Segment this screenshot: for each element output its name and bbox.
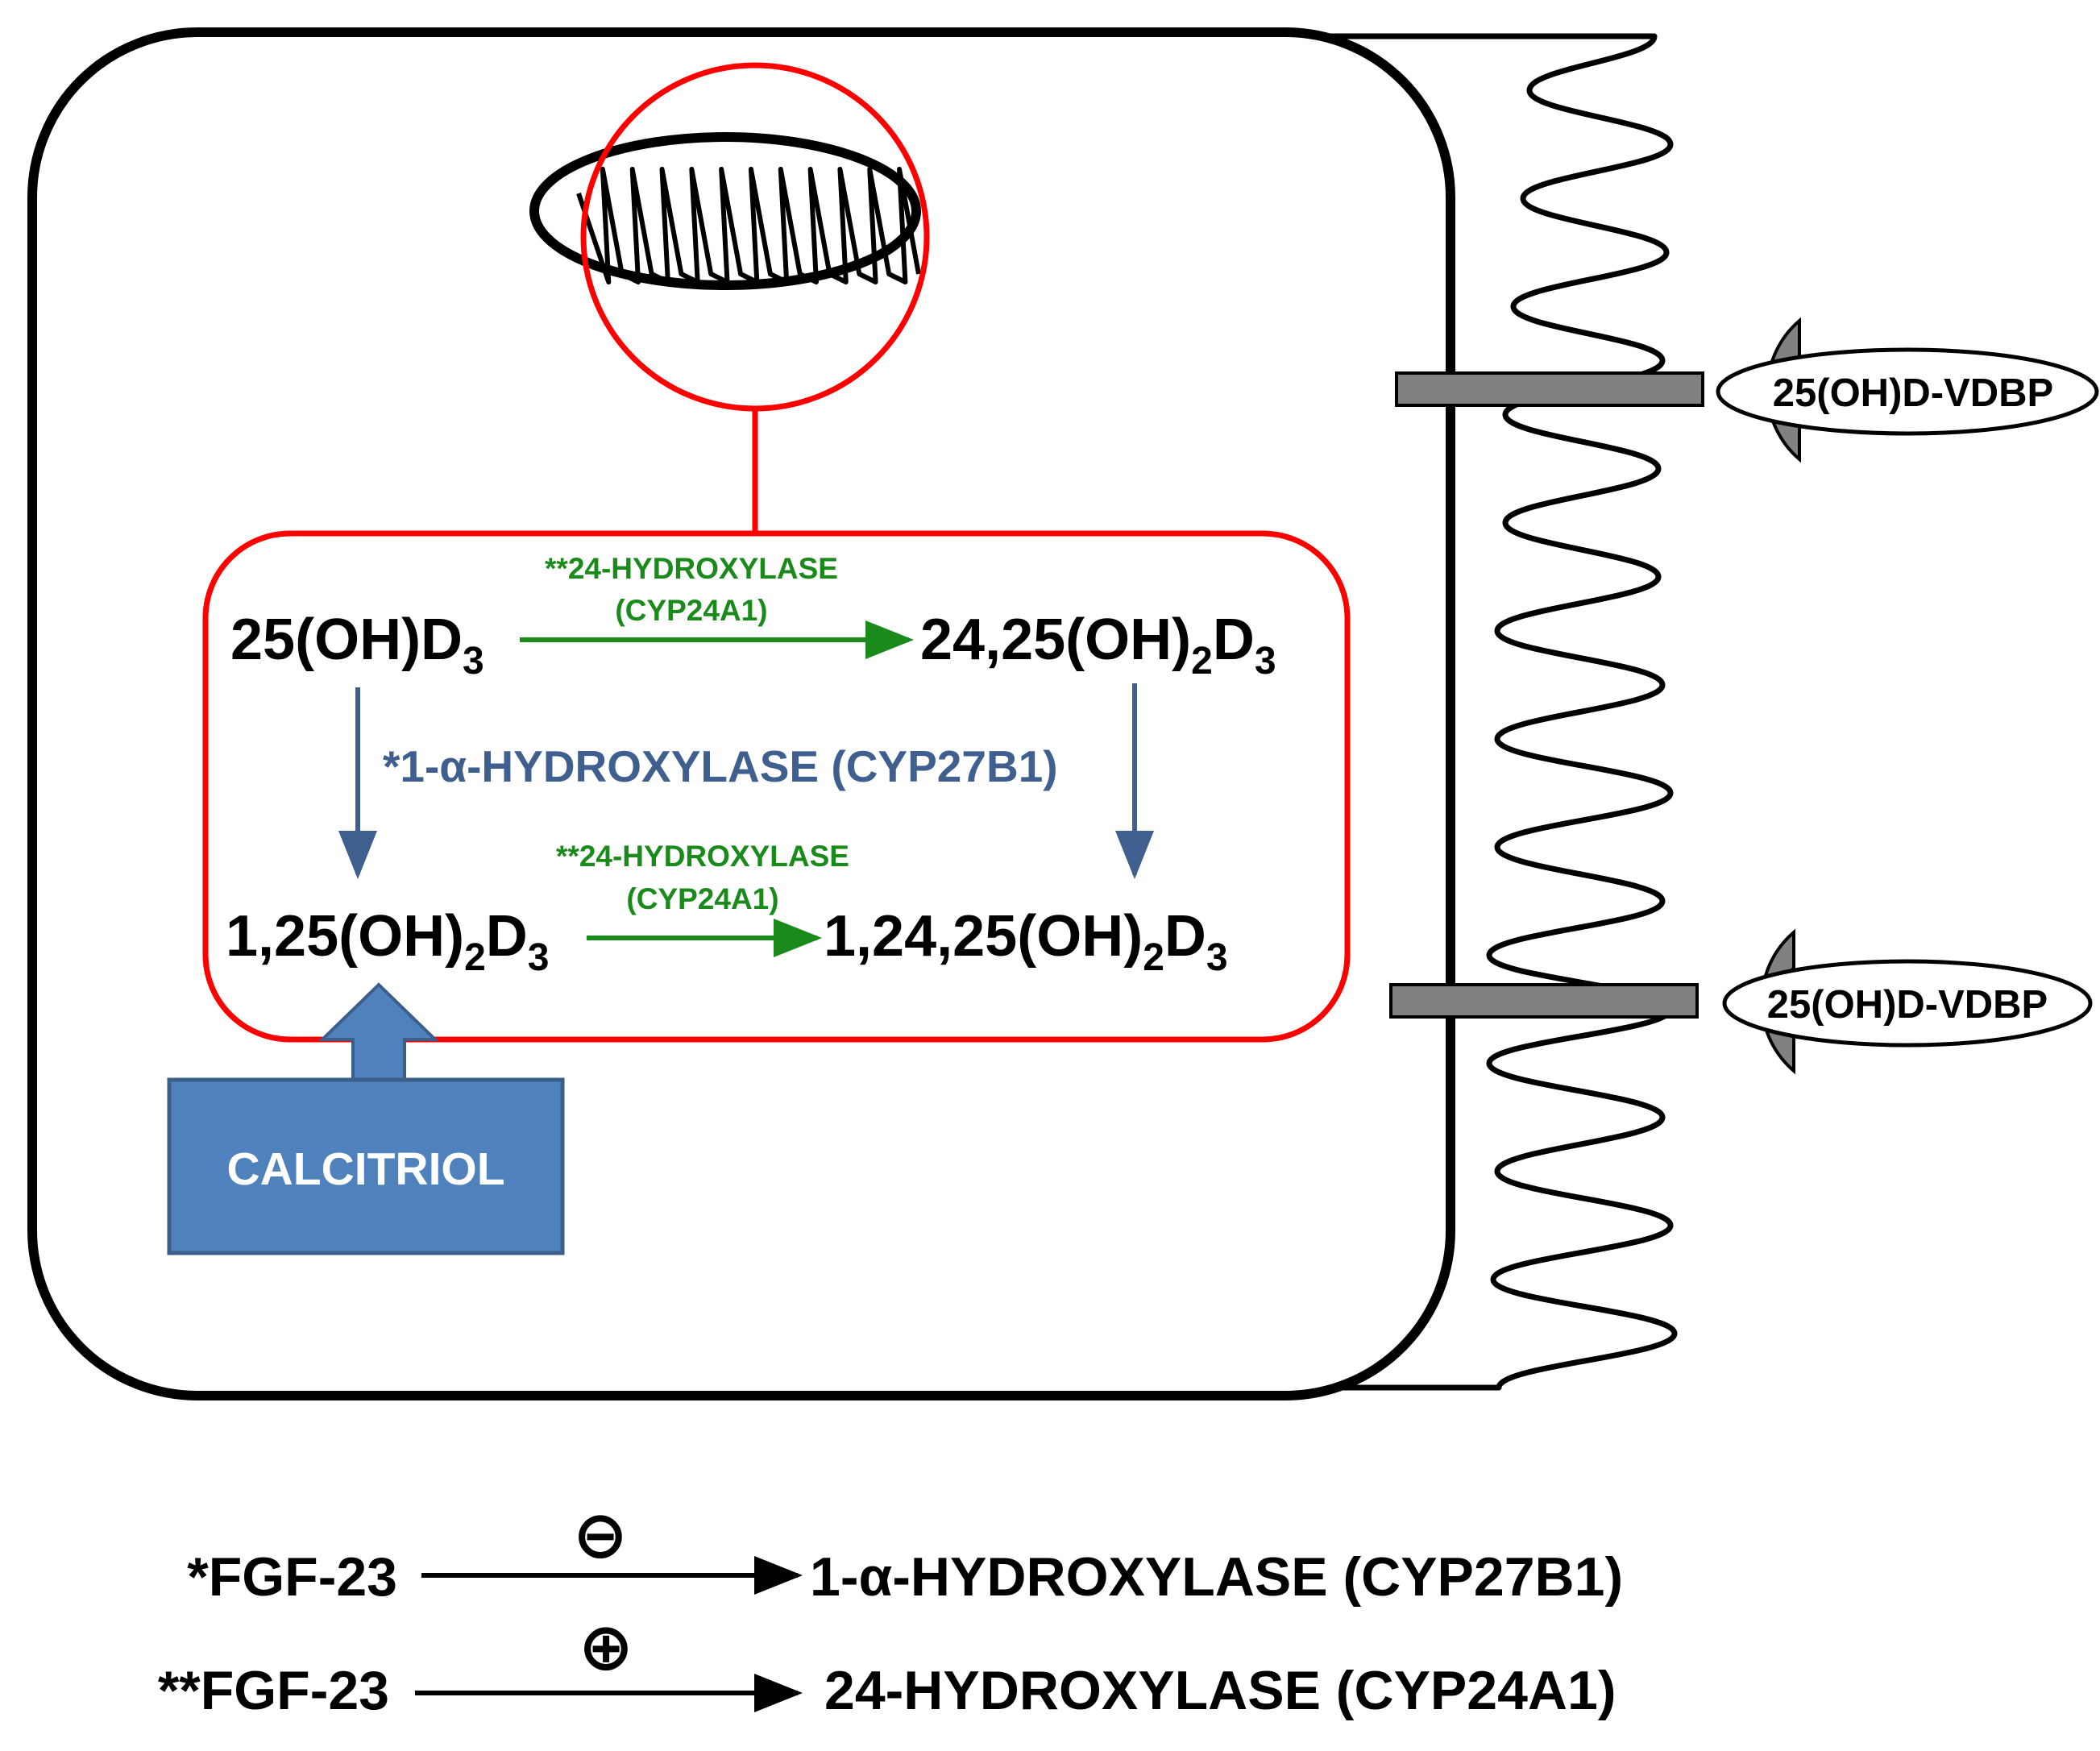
legend-source-1: *FGF-23 <box>187 1546 397 1608</box>
mitochondrial-pathway-box <box>202 530 1351 1043</box>
calcitriol-box <box>167 1077 565 1255</box>
enzyme-label-bottom-line1: **24-HYDROXYLASE <box>556 840 849 873</box>
vdbp-receptor-top: 25(OH)D-VDBP <box>1395 317 2099 463</box>
compound-25ohd3: 25(OH)D3 <box>230 608 484 683</box>
stimulation-icon: ⊕ <box>579 1611 634 1684</box>
compound-24-25-oh2-d3: 24,25(OH)2D3 <box>920 608 1276 683</box>
calcitriol-label: CALCITRIOL <box>226 1143 504 1195</box>
enzyme-label-top-line2: (CYP24A1) <box>615 594 767 627</box>
enzyme-label-top-line1: **24-HYDROXYLASE <box>545 552 838 585</box>
legend-target-1: 1-α-HYDROXYLASE (CYP27B1) <box>810 1546 1623 1608</box>
vdbp-complex-ellipse <box>1716 347 2099 436</box>
calcitriol-up-arrow <box>318 982 439 1081</box>
receptor-stalk <box>1395 371 1704 407</box>
compound-1-24-25-oh2-d3: 1,24,25(OH)2D3 <box>824 904 1228 979</box>
vdbp-complex-label: 25(OH)D-VDBP <box>1773 371 2053 415</box>
inhibition-icon: ⊖ <box>573 1499 629 1572</box>
enzyme-label-middle: *1-α-HYDROXYLASE (CYP27B1) <box>383 741 1058 791</box>
vdbp-complex-label: 25(OH)D-VDBP <box>1767 983 2048 1027</box>
receptor-stalk <box>1389 983 1699 1019</box>
vdbp-complex-ellipse <box>1722 959 2093 1048</box>
legend-target-2: 24-HYDROXYLASE (CYP24A1) <box>824 1660 1616 1721</box>
vdbp-receptor-bottom: 25(OH)D-VDBP <box>1389 928 2093 1075</box>
enzyme-label-bottom-line2: (CYP24A1) <box>626 882 778 915</box>
mitochondrion-cristae <box>576 167 921 284</box>
brush-border-microvilli <box>1288 33 1678 1391</box>
compound-1-25-oh2-d3: 1,25(OH)2D3 <box>226 904 550 979</box>
legend-source-2: **FGF-23 <box>158 1660 389 1721</box>
